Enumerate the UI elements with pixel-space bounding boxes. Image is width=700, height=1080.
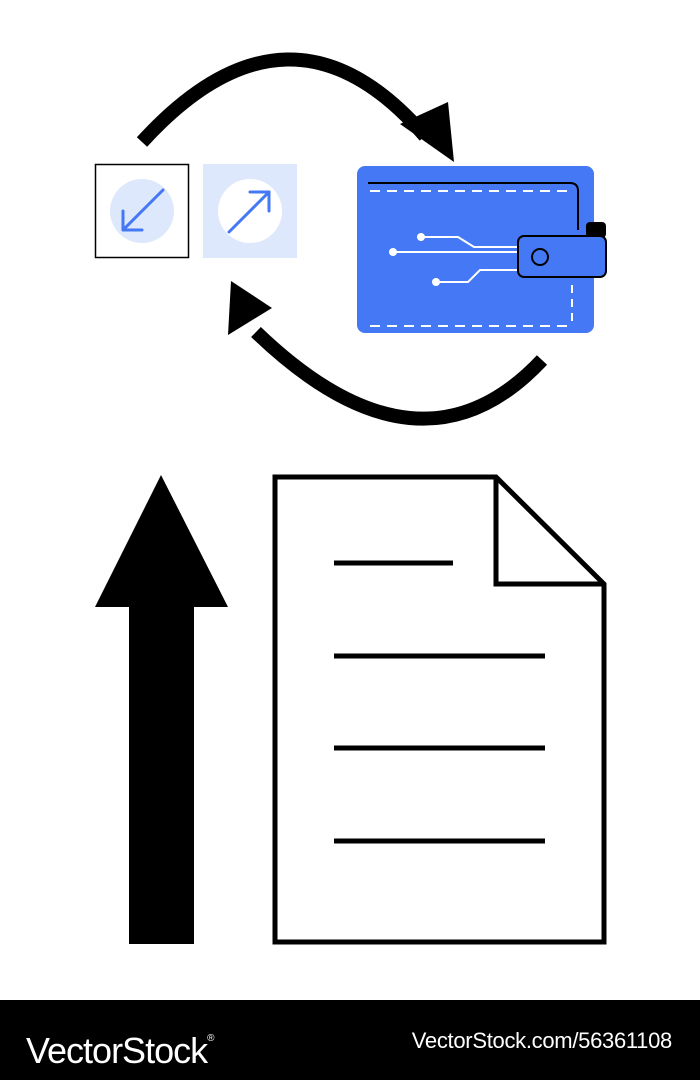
vectorstock-logo-text: VectorStock bbox=[26, 1030, 208, 1071]
image-id-label: VectorStock.com/56361108 bbox=[411, 1028, 673, 1053]
receive-arrow-icon bbox=[94, 163, 190, 259]
illustration-art bbox=[94, 52, 607, 945]
document-icon bbox=[272, 474, 607, 945]
up-arrow-icon bbox=[95, 475, 228, 944]
digital-wallet-icon bbox=[357, 166, 607, 333]
cycle-arrows-icon bbox=[136, 52, 548, 426]
registered-mark: ® bbox=[207, 1033, 214, 1044]
vectorstock-logo: VectorStock® bbox=[26, 1019, 215, 1071]
watermark-footer: VectorStock® VectorStock.com/56361108 bbox=[0, 1000, 700, 1080]
send-arrow-icon bbox=[203, 164, 297, 258]
